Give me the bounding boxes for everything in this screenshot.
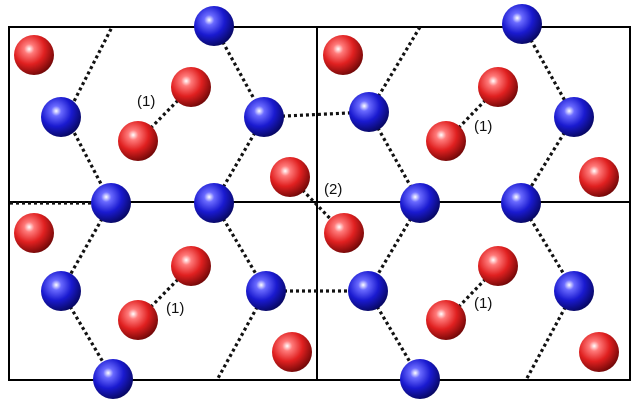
red-atom-icon bbox=[171, 67, 211, 107]
blue-atom-icon bbox=[41, 97, 81, 137]
blue-atom-icon bbox=[194, 183, 234, 223]
red-atom-icon bbox=[14, 35, 54, 75]
blue-atom-icon bbox=[91, 183, 131, 223]
cell-outline bbox=[8, 26, 631, 381]
red-atom-icon bbox=[118, 121, 158, 161]
red-atom-icon bbox=[579, 157, 619, 197]
red-atom-icon bbox=[426, 300, 466, 340]
blue-atom-icon bbox=[400, 359, 440, 399]
bond-line bbox=[215, 290, 268, 381]
bond-label-1: (1) bbox=[166, 300, 184, 317]
bond-label-2: (2) bbox=[324, 181, 342, 198]
red-atom-icon bbox=[14, 213, 54, 253]
bond-line bbox=[524, 290, 576, 381]
blue-atom-icon bbox=[194, 6, 234, 46]
red-atom-icon bbox=[118, 300, 158, 340]
blue-atom-icon bbox=[244, 97, 284, 137]
blue-atom-icon bbox=[501, 183, 541, 223]
red-atoms bbox=[14, 35, 619, 372]
red-atom-icon bbox=[272, 332, 312, 372]
blue-atom-icon bbox=[41, 271, 81, 311]
red-atom-icon bbox=[171, 246, 211, 286]
bond-labels: (1) (1) (2) (1) (1) bbox=[137, 93, 492, 317]
bond-line bbox=[64, 26, 114, 118]
bond-label-1: (1) bbox=[137, 93, 155, 110]
bond-label-1: (1) bbox=[474, 118, 492, 135]
red-atom-icon bbox=[478, 246, 518, 286]
blue-atoms bbox=[41, 4, 594, 399]
red-atom-icon bbox=[270, 157, 310, 197]
blue-atom-icon bbox=[554, 97, 594, 137]
blue-atom-icon bbox=[349, 92, 389, 132]
bond-line bbox=[212, 116, 266, 204]
red-atom-icon bbox=[324, 213, 364, 253]
red-atom-icon bbox=[478, 67, 518, 107]
blue-atom-icon bbox=[554, 271, 594, 311]
bond-label-1: (1) bbox=[474, 295, 492, 312]
blue-atom-icon bbox=[93, 359, 133, 399]
blue-atom-icon bbox=[400, 183, 440, 223]
bond-line bbox=[367, 26, 422, 113]
red-atom-icon bbox=[323, 35, 363, 75]
blue-atom-icon bbox=[502, 4, 542, 44]
red-atom-icon bbox=[579, 332, 619, 372]
red-atom-icon bbox=[426, 121, 466, 161]
blue-atom-icon bbox=[246, 271, 286, 311]
blue-atom-icon bbox=[348, 271, 388, 311]
